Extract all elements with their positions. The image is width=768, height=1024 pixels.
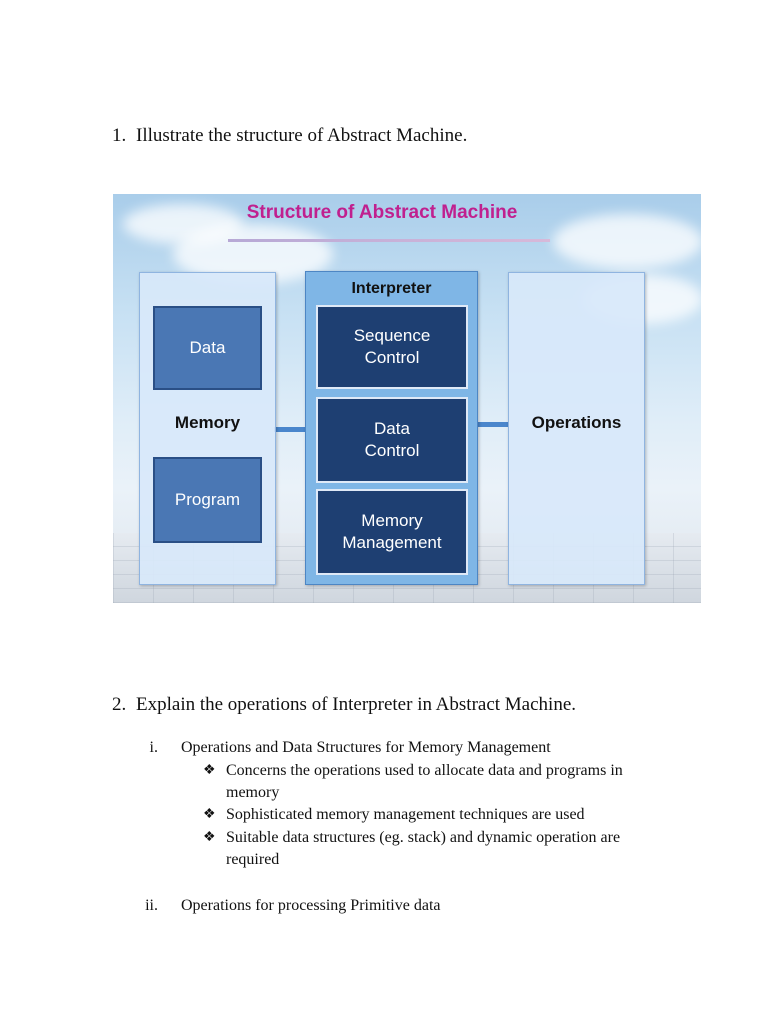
bullet-line: Concerns the operations used to allocate…: [226, 762, 623, 779]
operations-panel: Operations: [508, 272, 645, 585]
data-control-box: Data Control: [316, 397, 468, 483]
question-2: 2. Explain the operations of Interpreter …: [112, 693, 576, 717]
outline-item-i: i. Operations and Data Structures for Me…: [0, 737, 768, 877]
diagram-title: Structure of Abstract Machine: [246, 202, 518, 223]
roman-marker: ii.: [145, 897, 158, 914]
question-text: Explain the operations of Interpreter in…: [136, 694, 577, 715]
interpreter-panel: Interpreter Sequence Control Data Contro…: [305, 271, 478, 585]
memory-management-box: Memory Management: [316, 489, 468, 575]
outline-heading: Operations for processing Primitive data: [181, 897, 441, 914]
memory-panel: Data Memory Program: [139, 272, 276, 585]
bullet-line: Suitable data structures (eg. stack) and…: [226, 829, 621, 846]
diamond-bullet-icon: ❖: [203, 763, 216, 778]
program-box: Program: [153, 457, 262, 543]
diamond-bullet-icon: ❖: [203, 807, 216, 822]
bullet-line: required: [226, 851, 280, 868]
interpreter-operations-connector: [476, 422, 508, 427]
memory-label: Memory: [174, 413, 241, 432]
diamond-bullet-icon: ❖: [203, 830, 216, 845]
sequence-control-box: Sequence Control: [316, 305, 468, 389]
bullet-line: Sophisticated memory management techniqu…: [226, 806, 585, 823]
interpreter-label: Interpreter: [351, 280, 432, 297]
abstract-machine-diagram: Structure of Abstract Machine Data Memor…: [113, 194, 701, 603]
outline-item-ii: ii. Operations for processing Primitive …: [0, 895, 768, 919]
outline-heading: Operations and Data Structures for Memor…: [181, 739, 551, 756]
operations-label: Operations: [531, 413, 622, 432]
title-underline: [228, 239, 550, 242]
question-number: 2.: [112, 694, 127, 715]
question-number: 1.: [112, 125, 127, 146]
cloud-decoration: [553, 214, 701, 269]
memory-interpreter-connector: [274, 427, 305, 432]
question-1: 1. Illustrate the structure of Abstract M…: [112, 124, 467, 148]
roman-marker: i.: [149, 739, 158, 756]
data-box: Data: [153, 306, 262, 390]
bullet-line: memory: [226, 784, 280, 801]
question-text: Illustrate the structure of Abstract Mac…: [136, 125, 468, 146]
